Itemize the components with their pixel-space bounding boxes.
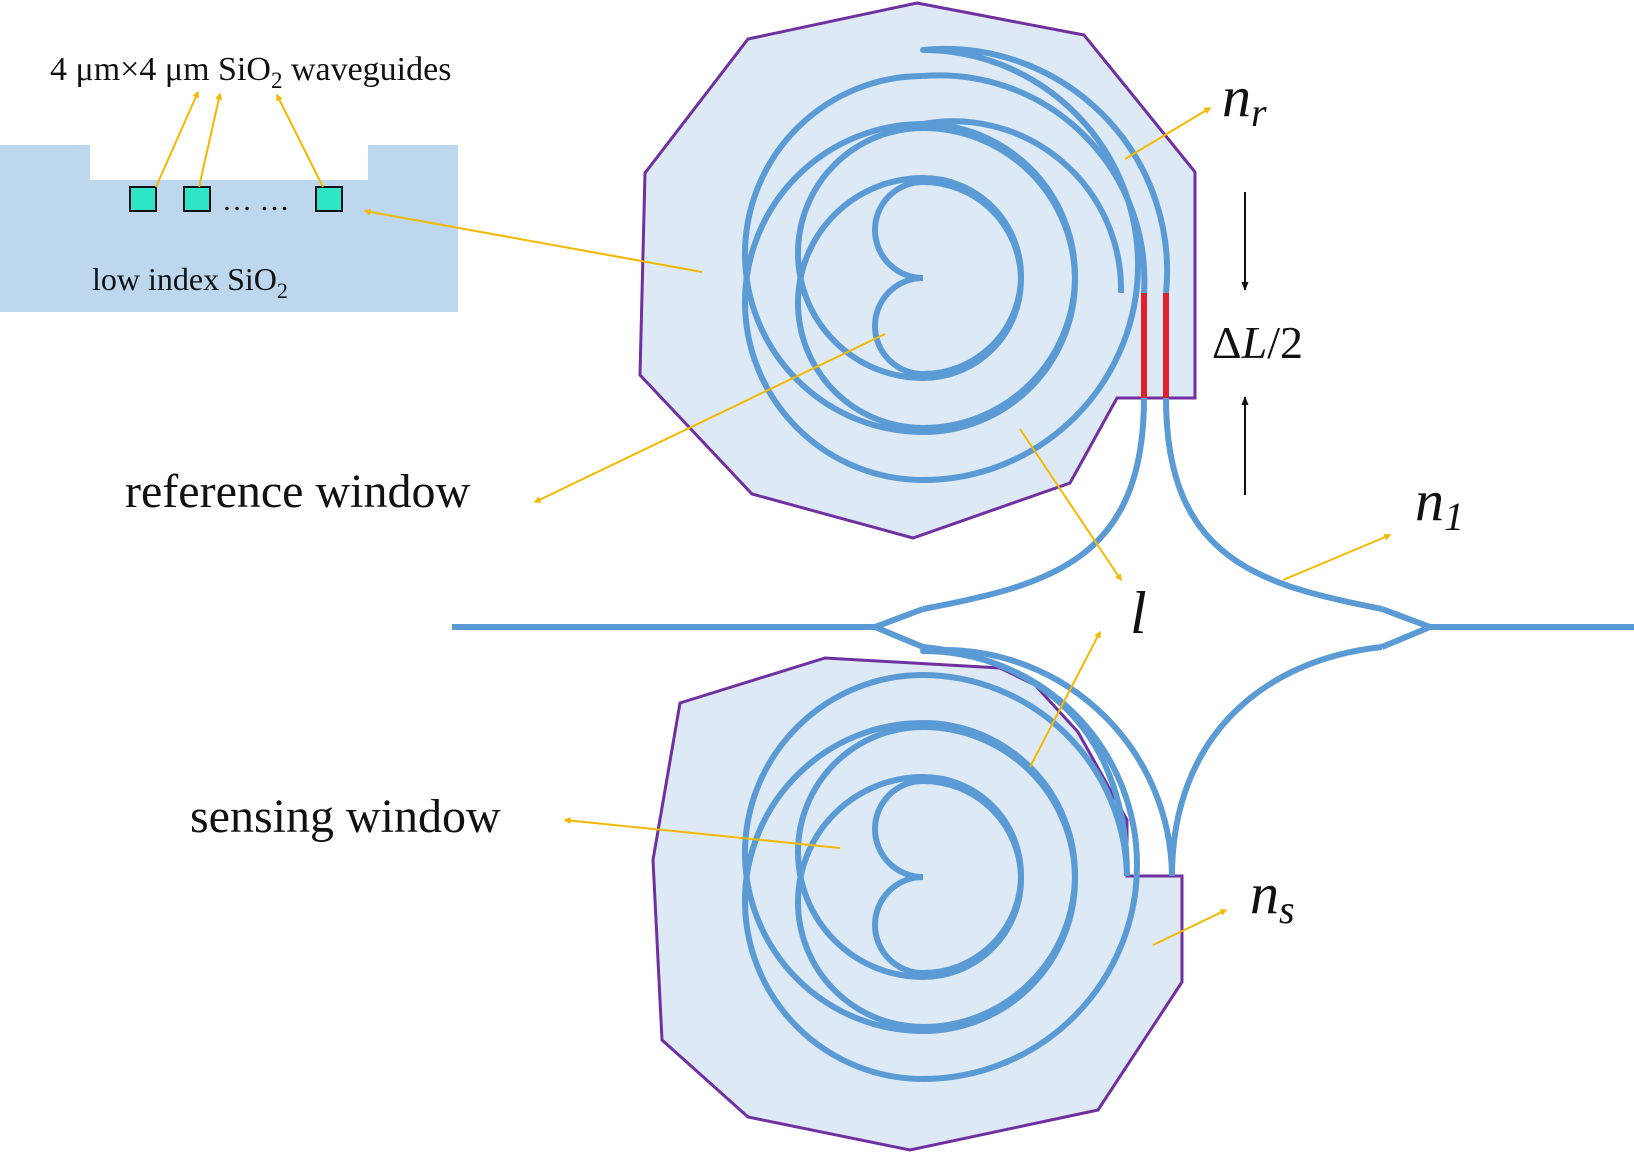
n-1-pointer	[1282, 533, 1392, 581]
sensing-window-region	[651, 656, 1184, 1152]
inset-dots: … …	[222, 184, 290, 217]
sensing-arm-right	[1169, 644, 1383, 877]
core-pointer	[155, 90, 199, 188]
waveguide-core	[129, 186, 157, 212]
inset-substrate	[0, 145, 458, 312]
inset-title: 4 μm×4 μm SiO2 waveguides	[50, 51, 451, 93]
n-s-label: ns	[1250, 861, 1295, 932]
l-pointer-top	[1019, 428, 1122, 582]
reference-window-region	[638, 1, 1197, 540]
waveguide-network	[452, 45, 1634, 1082]
reference-window-pointer	[533, 333, 886, 503]
n-s-pointer	[1152, 909, 1228, 946]
l-label: l	[1130, 580, 1147, 646]
sensing-window-pointer	[563, 817, 841, 849]
l-pointer-bottom	[1029, 630, 1101, 768]
waveguide-core	[315, 186, 343, 212]
waveguide-core	[183, 186, 211, 212]
reference-spiral	[742, 45, 1171, 483]
sensing-spiral	[742, 647, 1175, 1082]
inset-link-pointer	[363, 208, 703, 273]
core-pointer	[276, 93, 324, 188]
inset-cross-section: … … low index SiO2 4 μm×4 μm SiO2 wavegu…	[0, 51, 458, 312]
coupler-left	[873, 606, 925, 650]
reference-window-label: reference window	[125, 465, 470, 518]
reference-arm-right	[1163, 293, 1383, 612]
n-1-label: n1	[1415, 468, 1464, 539]
core-pointer	[198, 92, 223, 188]
n-r-pointer	[1124, 107, 1212, 160]
coupler-right	[1380, 606, 1432, 650]
delta-l-label: ΔL/2	[1212, 317, 1303, 368]
inset-substrate-label: low index SiO2	[92, 261, 288, 303]
reference-arm-left	[922, 293, 1147, 612]
n-r-label: nr	[1222, 64, 1267, 135]
sensing-window-label: sensing window	[190, 790, 501, 843]
